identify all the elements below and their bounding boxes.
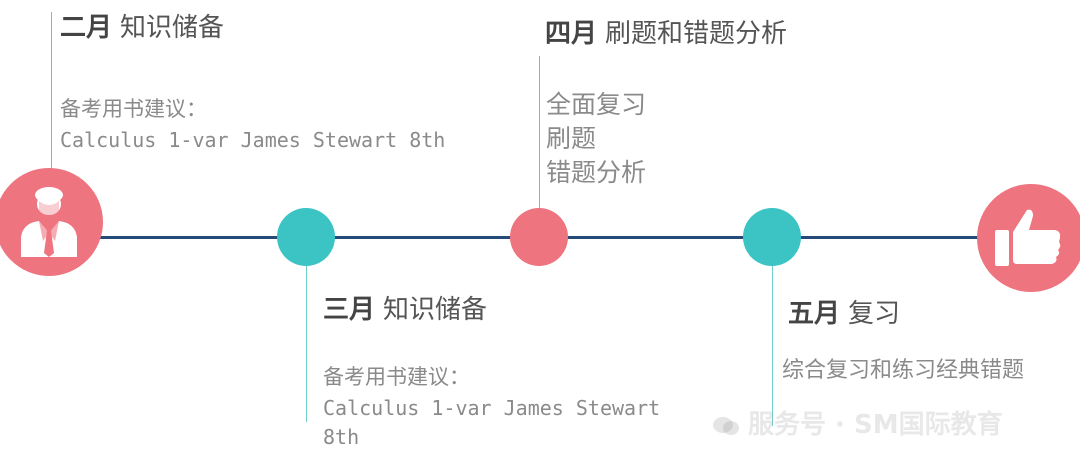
connector-feb bbox=[51, 12, 52, 172]
apr-item: 错题分析 bbox=[546, 158, 647, 187]
watermark: 服务号 · SM国际教育 bbox=[712, 404, 1003, 441]
watermark-text: 服务号 · SM国际教育 bbox=[748, 410, 1003, 440]
april-node bbox=[510, 208, 568, 266]
may-title: 五月复习 bbox=[788, 298, 900, 330]
mar-book-line1: Calculus 1-var James Stewart bbox=[323, 396, 661, 420]
may-node bbox=[743, 208, 801, 266]
businessman-icon bbox=[14, 180, 84, 258]
connector-may bbox=[772, 266, 773, 426]
feb-book: Calculus 1-var James Stewart 8th bbox=[60, 128, 446, 152]
apr-title: 四月刷题和错题分析 bbox=[545, 18, 787, 50]
feb-book-label: 备考用书建议： bbox=[60, 97, 207, 121]
apr-month: 四月 bbox=[545, 19, 598, 49]
may-desc: 综合复习和练习经典错题 bbox=[782, 358, 1025, 383]
mar-title: 三月知识储备 bbox=[323, 294, 487, 326]
mar-topic: 知识储备 bbox=[383, 295, 488, 325]
mar-book-line2: 8th bbox=[323, 425, 360, 449]
apr-item: 刷题 bbox=[546, 124, 597, 153]
feb-month: 二月 bbox=[60, 13, 113, 43]
may-month: 五月 bbox=[788, 299, 841, 329]
feb-topic: 知识储备 bbox=[120, 13, 225, 43]
connector-mar bbox=[306, 266, 307, 422]
apr-topic: 刷题和错题分析 bbox=[605, 19, 788, 49]
start-node bbox=[0, 168, 103, 276]
apr-item: 全面复习 bbox=[546, 90, 647, 119]
mar-book-label: 备考用书建议： bbox=[323, 365, 470, 389]
feb-title: 二月知识储备 bbox=[60, 12, 224, 44]
mar-month: 三月 bbox=[323, 295, 376, 325]
thumbs-up-icon bbox=[992, 204, 1064, 270]
may-topic: 复习 bbox=[848, 299, 901, 329]
chat-bubble-icon bbox=[713, 416, 739, 435]
connector-apr bbox=[539, 56, 540, 208]
march-node bbox=[277, 208, 335, 266]
